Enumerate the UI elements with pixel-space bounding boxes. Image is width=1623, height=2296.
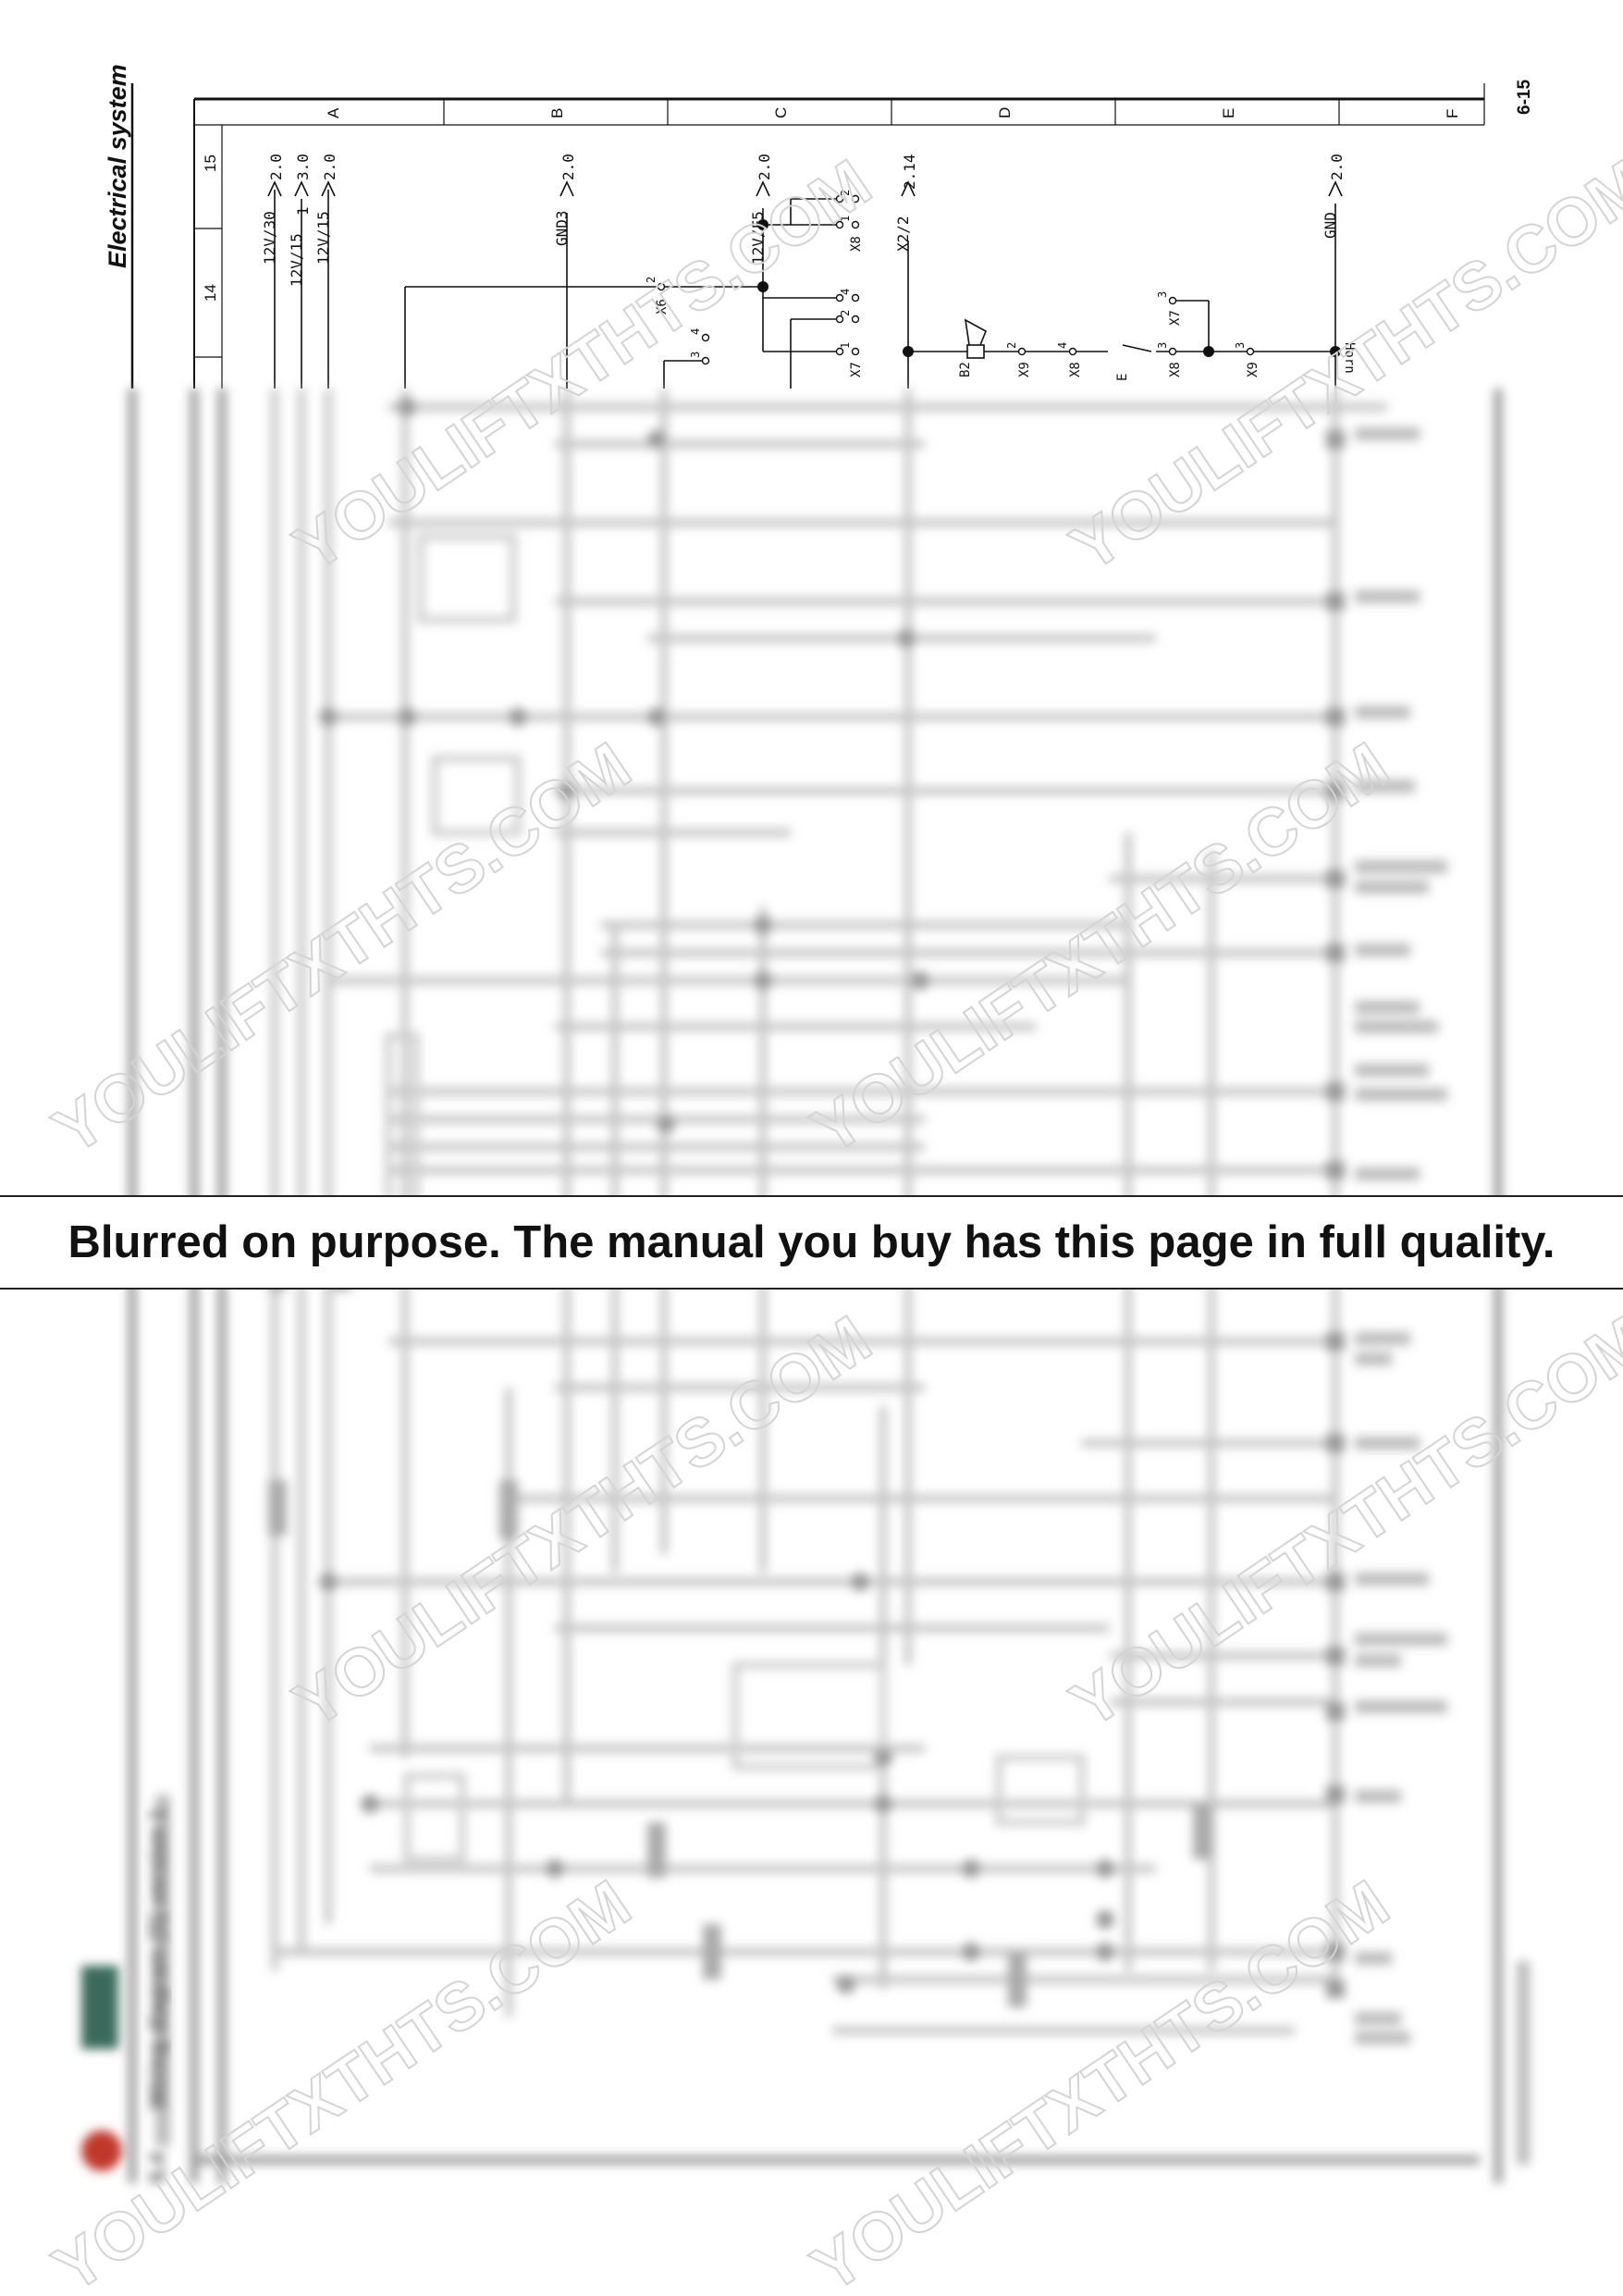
row-label-14: 14 (202, 284, 219, 302)
column-label-c: C (772, 107, 790, 118)
label-x7-a: X7 (849, 362, 864, 377)
row-label-15: 15 (202, 154, 219, 172)
label-12v15-b: 12V/15 (314, 211, 332, 265)
svg-text:4: 4 (1056, 342, 1069, 349)
svg-text:2: 2 (839, 310, 852, 316)
label-gnd3-ref: 2.0 (559, 154, 577, 180)
pin-number-labels: 2 2 1 4 2 1 4 3 2 4 3 3 3 (645, 190, 1247, 358)
label-horn: Horn (1342, 342, 1357, 374)
signal-labels: 12V/30 2.0 12V/15 1 3.0 12V/15 2.0 GND3 … (261, 154, 1346, 287)
column-label-b: B (548, 108, 566, 118)
column-labels: A B C D E F (325, 107, 1461, 118)
svg-text:YOULIFTXTHTS.COM: YOULIFTXTHTS.COM (799, 1867, 1402, 2296)
label-x6: X6 (655, 299, 670, 315)
wires-top (274, 190, 1336, 389)
label-12v15-b-ref: 2.0 (321, 154, 338, 180)
svg-text:YOULIFTXTHTS.COM: YOULIFTXTHTS.COM (281, 1302, 884, 1743)
svg-text:3: 3 (1156, 291, 1169, 298)
junction-dots (757, 219, 1341, 357)
label-gnd3: GND3 (553, 210, 571, 246)
label-12v15-a: 12V/15 (288, 233, 305, 287)
footer: 6.4 Wiring diagram (S) version 1 (145, 1808, 170, 2183)
label-x8-a: X8 (849, 236, 864, 252)
svg-text:2: 2 (1005, 342, 1018, 349)
blur-notice-text: Blurred on purpose. The manual you buy h… (68, 1217, 1555, 1267)
connector-pins (657, 194, 1255, 365)
svg-text:1: 1 (839, 342, 852, 349)
svg-text:YOULIFTXTHTS.COM: YOULIFTXTHTS.COM (1058, 146, 1623, 586)
row-labels: 15 14 (202, 154, 219, 302)
label-x22: X2/2 (894, 216, 912, 252)
label-12v-f5-ref: 2.0 (756, 154, 773, 180)
column-label-a: A (325, 107, 342, 118)
label-x8-b: X8 (1068, 362, 1083, 377)
svg-text:YOULIFTXTHTS.COM: YOULIFTXTHTS.COM (1058, 1302, 1623, 1743)
label-x9-b: X9 (1246, 362, 1260, 377)
svg-text:1: 1 (839, 216, 852, 222)
label-e: E (1115, 374, 1130, 381)
footer-section: 6.4 (145, 2152, 170, 2183)
column-label-f: F (1444, 109, 1461, 118)
column-label-e: E (1220, 108, 1237, 118)
label-12v-f5: 12V/F5 (749, 211, 767, 265)
diagram-frame (130, 83, 1485, 389)
svg-text:2: 2 (645, 277, 658, 283)
svg-text:3: 3 (1234, 342, 1247, 349)
horn-symbol-b2 (964, 318, 988, 359)
component-labels: X6 X8 X7 B2 X9 X8 E X7 X8 X9 Horn (655, 236, 1357, 381)
arrows-top (267, 180, 1343, 197)
label-12v15-a-pin: 1 (294, 206, 312, 216)
label-12v30: 12V/30 (261, 211, 278, 265)
svg-text:3: 3 (1156, 342, 1169, 349)
page-number: 6-15 (1515, 80, 1534, 115)
svg-text:3: 3 (689, 352, 702, 358)
blur-notice-band: Blurred on purpose. The manual you buy h… (0, 1195, 1623, 1290)
label-gnd-ref: 2.0 (1328, 154, 1346, 180)
label-12v30-ref: 2.0 (267, 154, 285, 180)
label-gnd: GND (1322, 212, 1339, 239)
label-12v15-a-ref: 3.0 (294, 154, 312, 180)
blurred-schematic-body (81, 389, 1530, 2183)
label-x7-b: X7 (1168, 310, 1183, 326)
label-x8-c: X8 (1168, 362, 1183, 377)
label-x9-a: X9 (1017, 362, 1032, 377)
svg-text:4: 4 (839, 289, 852, 295)
column-label-d: D (996, 107, 1014, 118)
section-title: Electrical system (104, 64, 131, 268)
footer-title: Wiring diagram (S) version 1 (145, 1808, 170, 2109)
svg-text:2: 2 (839, 190, 852, 196)
label-x22-ref: 2.14 (901, 154, 918, 190)
svg-text:4: 4 (689, 328, 702, 335)
label-b2: B2 (958, 362, 973, 377)
